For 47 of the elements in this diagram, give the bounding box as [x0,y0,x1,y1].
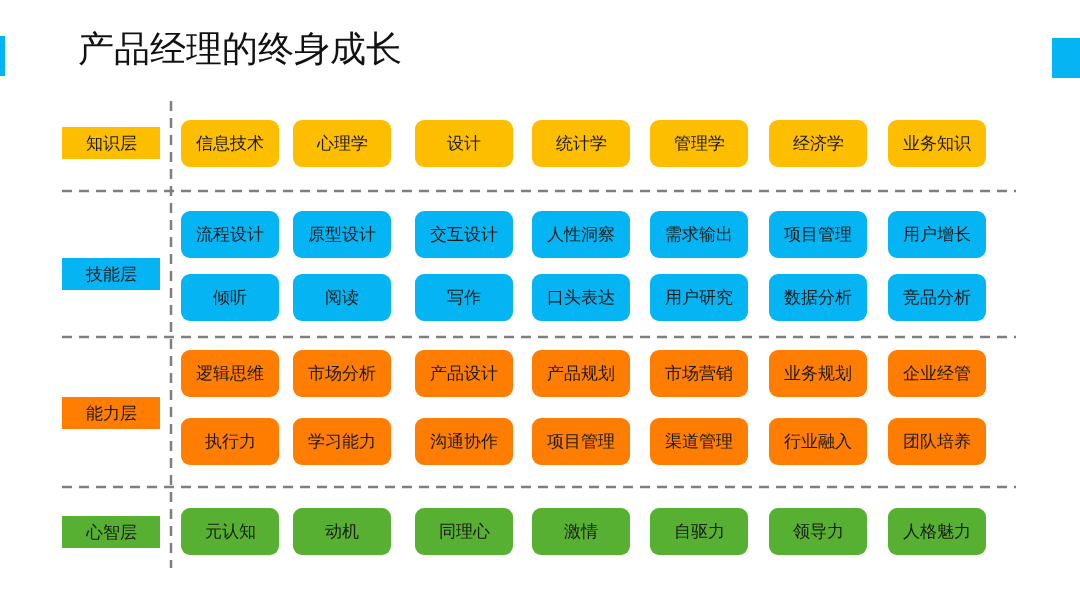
topic-card: 业务知识 [888,120,986,167]
topic-card: 企业经管 [888,350,986,397]
topic-card: 执行力 [181,418,279,465]
topic-card: 写作 [415,274,513,321]
topic-card: 产品规划 [532,350,630,397]
topic-card: 行业融入 [769,418,867,465]
topic-card: 动机 [293,508,391,555]
topic-card: 团队培养 [888,418,986,465]
layer-label: 能力层 [62,397,160,429]
topic-card: 竞品分析 [888,274,986,321]
topic-card: 交互设计 [415,211,513,258]
topic-card: 口头表达 [532,274,630,321]
topic-card: 流程设计 [181,211,279,258]
topic-card: 项目管理 [769,211,867,258]
topic-card: 激情 [532,508,630,555]
layer-label: 知识层 [62,127,160,159]
topic-card: 管理学 [650,120,748,167]
layer-label: 心智层 [62,516,160,548]
layer-label: 技能层 [62,258,160,290]
topic-card: 沟通协作 [415,418,513,465]
topic-card: 阅读 [293,274,391,321]
topic-card: 用户研究 [650,274,748,321]
topic-card: 经济学 [769,120,867,167]
topic-card: 渠道管理 [650,418,748,465]
topic-card: 市场分析 [293,350,391,397]
topic-card: 需求输出 [650,211,748,258]
topic-card: 数据分析 [769,274,867,321]
topic-card: 产品设计 [415,350,513,397]
topic-card: 领导力 [769,508,867,555]
topic-card: 市场营销 [650,350,748,397]
topic-card: 倾听 [181,274,279,321]
topic-card: 元认知 [181,508,279,555]
topic-card: 业务规划 [769,350,867,397]
topic-card: 逻辑思维 [181,350,279,397]
slide-title: 产品经理的终身成长 [78,27,402,71]
topic-card: 人格魅力 [888,508,986,555]
topic-card: 统计学 [532,120,630,167]
topic-card: 信息技术 [181,120,279,167]
topic-card: 用户增长 [888,211,986,258]
topic-card: 自驱力 [650,508,748,555]
topic-card: 原型设计 [293,211,391,258]
topic-card: 项目管理 [532,418,630,465]
topic-card: 同理心 [415,508,513,555]
topic-card: 设计 [415,120,513,167]
topic-card: 人性洞察 [532,211,630,258]
topic-card: 心理学 [293,120,391,167]
topic-card: 学习能力 [293,418,391,465]
